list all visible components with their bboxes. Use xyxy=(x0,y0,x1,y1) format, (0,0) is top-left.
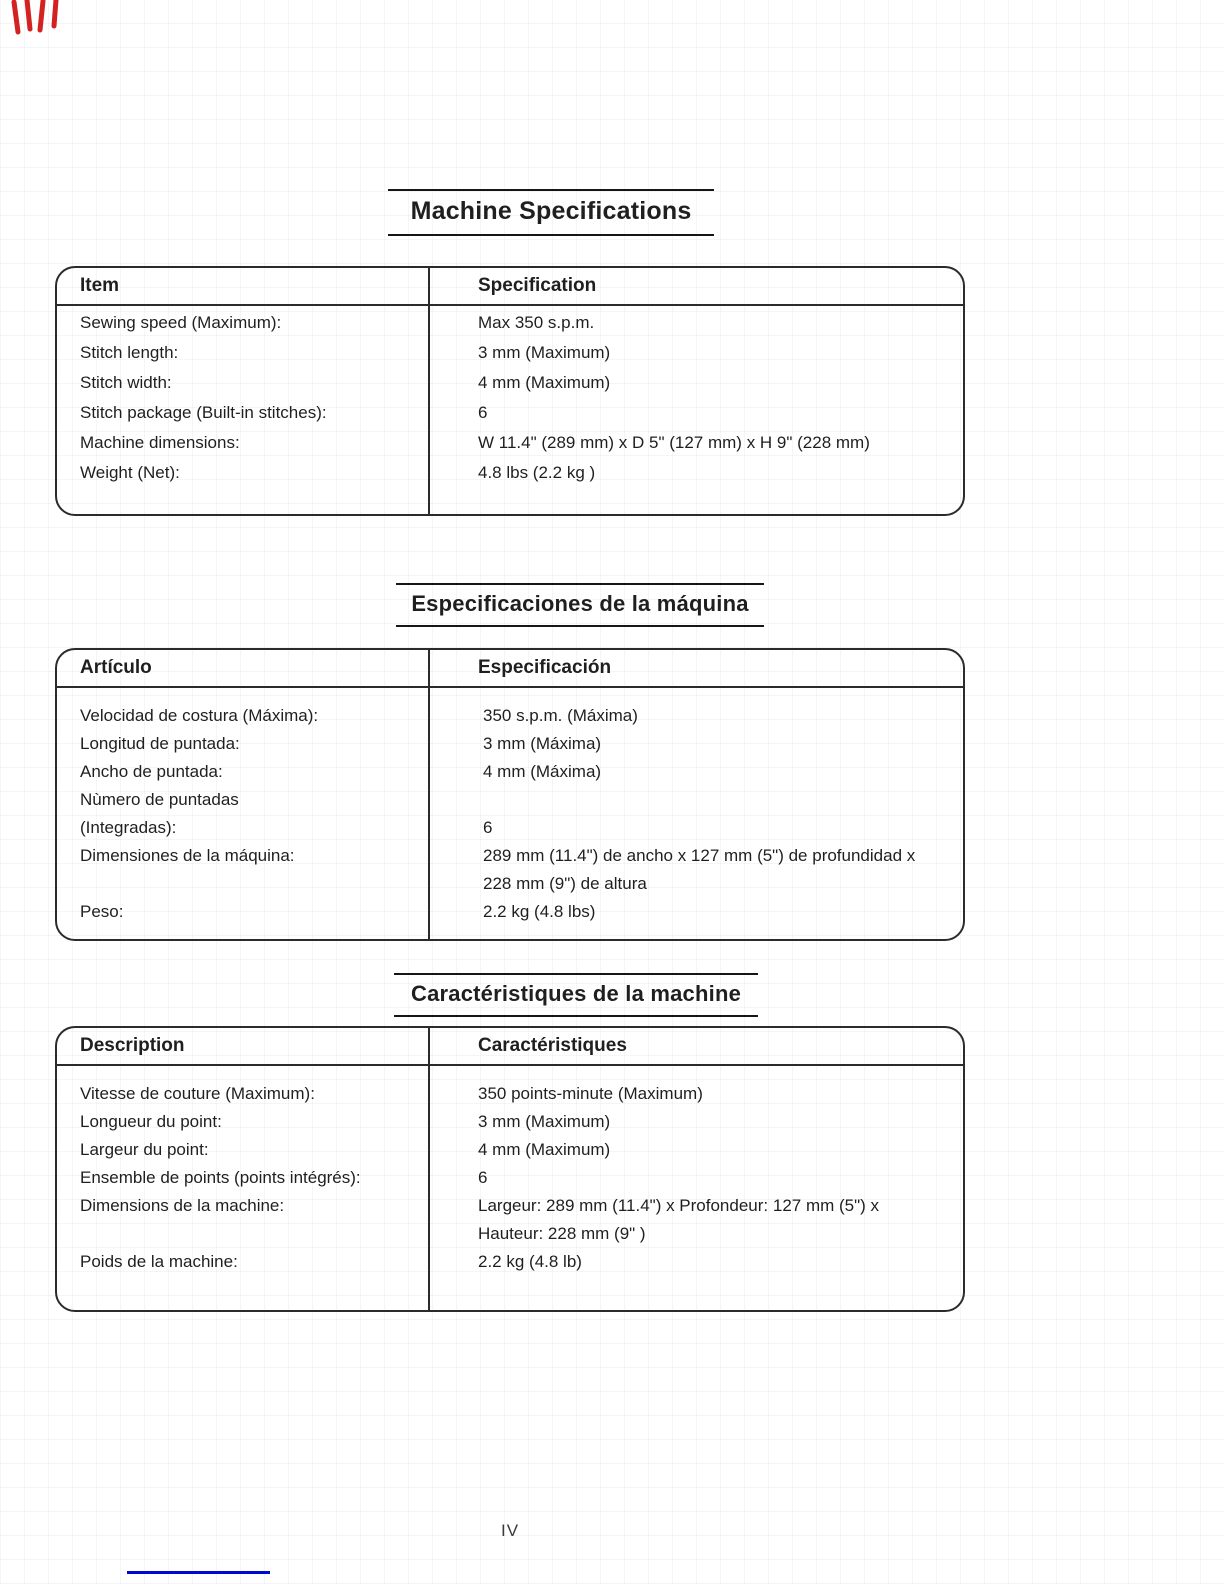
table-row: Stitch length: 3 mm (Maximum) xyxy=(57,338,963,368)
spec-item-label: Stitch package (Built-in stitches): xyxy=(80,403,327,422)
section-title-spanish: Especificaciones de la máquina xyxy=(396,583,764,627)
blue-underline-mark xyxy=(127,1571,270,1574)
table-row: Largeur du point: 4 mm (Maximum) xyxy=(57,1136,963,1164)
spec-item-value: 228 mm (9") de altura xyxy=(483,874,647,893)
table-row: Longueur du point: 3 mm (Maximum) xyxy=(57,1108,963,1136)
column-header-caracteristiques: Caractéristiques xyxy=(478,1035,627,1056)
table-row: Hauteur: 228 mm (9" ) xyxy=(57,1220,963,1248)
table-header: Description Caractéristiques xyxy=(57,1028,963,1066)
table-row: 228 mm (9") de altura xyxy=(57,870,963,898)
spec-item-label: Stitch length: xyxy=(80,343,179,362)
table-row: Vitesse de couture (Maximum): 350 points… xyxy=(57,1080,963,1108)
table-header: Item Specification xyxy=(57,268,963,306)
column-header-description: Description xyxy=(80,1035,185,1056)
page-title: Machine Specifications xyxy=(410,197,692,225)
spec-item-label: Ancho de puntada: xyxy=(80,762,223,781)
spec-item-label: Stitch width: xyxy=(80,373,172,392)
column-header-specification: Specification xyxy=(478,275,597,296)
spec-item-value: Hauteur: 228 mm (9" ) xyxy=(478,1224,646,1243)
table-row: (Integradas): 6 xyxy=(57,814,963,842)
spec-item-label: Vitesse de couture (Maximum): xyxy=(80,1084,315,1103)
spec-item-value: 3 mm (Máxima) xyxy=(483,734,602,753)
column-header-especificacion: Especificación xyxy=(478,657,612,678)
spec-item-value: 3 mm (Maximum) xyxy=(478,343,611,362)
table-row: Machine dimensions: W 11.4" (289 mm) x D… xyxy=(57,428,963,458)
spec-item-label: Largeur du point: xyxy=(80,1140,209,1159)
spec-item-value: W 11.4" (289 mm) x D 5" (127 mm) x H 9" … xyxy=(478,433,870,452)
section-title-text: Especificaciones de la máquina xyxy=(411,591,749,616)
spec-item-label: Peso: xyxy=(80,902,124,921)
spec-table-spanish: Artículo Especificación Velocidad de cos… xyxy=(55,648,965,941)
spec-item-value: 6 xyxy=(478,1168,488,1187)
section-title-english: Machine Specifications xyxy=(388,189,714,236)
spec-item-label: Sewing speed (Maximum): xyxy=(80,313,282,332)
page-number: IV xyxy=(500,1521,520,1540)
section-title-text: Caractéristiques de la machine xyxy=(410,981,742,1006)
column-divider xyxy=(428,650,430,939)
spec-item-label: Nùmero de puntadas xyxy=(80,790,239,809)
table-body: Vitesse de couture (Maximum): 350 points… xyxy=(57,1066,963,1276)
column-header-item: Item xyxy=(80,275,120,296)
spec-item-value: Largeur: 289 mm (11.4") x Profondeur: 12… xyxy=(478,1196,880,1215)
spec-item-label: Longitud de puntada: xyxy=(80,734,240,753)
spec-item-label: Dimensiones de la máquina: xyxy=(80,846,295,865)
spec-item-label: Dimensions de la machine: xyxy=(80,1196,285,1215)
table-body: Sewing speed (Maximum): Max 350 s.p.m. S… xyxy=(57,306,963,488)
spec-item-value: 3 mm (Maximum) xyxy=(478,1112,611,1131)
spec-item-label: (Integradas): xyxy=(80,818,177,837)
table-row: Dimensiones de la máquina: 289 mm (11.4"… xyxy=(57,842,963,870)
spec-item-value: 4 mm (Maximum) xyxy=(478,1140,611,1159)
table-row: Dimensions de la machine: Largeur: 289 m… xyxy=(57,1192,963,1220)
table-row: Longitud de puntada: 3 mm (Máxima) xyxy=(57,730,963,758)
spec-item-value: 2.2 kg (4.8 lbs) xyxy=(483,902,596,921)
spec-item-label: Longueur du point: xyxy=(80,1112,222,1131)
spec-item-value: 350 points-minute (Maximum) xyxy=(478,1084,703,1103)
spec-item-label: Velocidad de costura (Máxima): xyxy=(80,706,319,725)
spec-item-value: 2.2 kg (4.8 lb) xyxy=(478,1252,582,1271)
spec-item-value: 4 mm (Maximum) xyxy=(478,373,611,392)
spec-item-value: 6 xyxy=(483,818,493,837)
table-body: Velocidad de costura (Máxima): 350 s.p.m… xyxy=(57,688,963,926)
spec-table-french: Description Caractéristiques Vitesse de … xyxy=(55,1026,965,1312)
table-row: Sewing speed (Maximum): Max 350 s.p.m. xyxy=(57,308,963,338)
table-row: Stitch width: 4 mm (Maximum) xyxy=(57,368,963,398)
spec-item-value: 289 mm (11.4") de ancho x 127 mm (5") de… xyxy=(483,846,916,865)
table-row: Ancho de puntada: 4 mm (Máxima) xyxy=(57,758,963,786)
table-row: Weight (Net): 4.8 lbs (2.2 kg ) xyxy=(57,458,963,488)
section-title-french: Caractéristiques de la machine xyxy=(394,973,758,1017)
column-divider xyxy=(428,268,430,514)
spec-item-value: 4.8 lbs (2.2 kg ) xyxy=(478,463,596,482)
spec-item-value: 6 xyxy=(478,403,488,422)
table-row: Nùmero de puntadas xyxy=(57,786,963,814)
spec-item-value: 350 s.p.m. (Máxima) xyxy=(483,706,638,725)
spec-item-label: Ensemble de points (points intégrés): xyxy=(80,1168,361,1187)
table-row: Poids de la machine: 2.2 kg (4.8 lb) xyxy=(57,1248,963,1276)
table-header: Artículo Especificación xyxy=(57,650,963,688)
table-row: Stitch package (Built-in stitches): 6 xyxy=(57,398,963,428)
column-header-articulo: Artículo xyxy=(80,657,152,678)
column-divider xyxy=(428,1028,430,1310)
spec-item-label: Machine dimensions: xyxy=(80,433,240,452)
table-row: Ensemble de points (points intégrés): 6 xyxy=(57,1164,963,1192)
spec-item-label: Poids de la machine: xyxy=(80,1252,238,1271)
spec-table-english: Item Specification Sewing speed (Maximum… xyxy=(55,266,965,516)
spec-item-value: Max 350 s.p.m. xyxy=(478,313,595,332)
spec-item-value: 4 mm (Máxima) xyxy=(483,762,602,781)
spec-item-label: Weight (Net): xyxy=(80,463,180,482)
red-pen-marks xyxy=(11,0,59,35)
table-row: Velocidad de costura (Máxima): 350 s.p.m… xyxy=(57,702,963,730)
table-row: Peso: 2.2 kg (4.8 lbs) xyxy=(57,898,963,926)
